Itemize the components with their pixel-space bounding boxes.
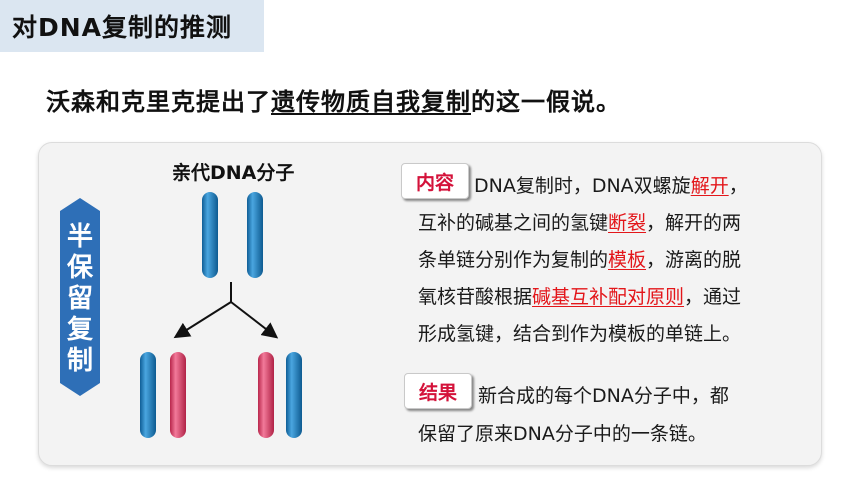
daughter2-new-strand <box>258 352 274 438</box>
content-l1-tail: ， <box>728 175 748 197</box>
content-l4-key: 碱基互补配对原则 <box>532 286 685 308</box>
daughter1-old-strand <box>140 352 156 438</box>
content-l2-tail: ，解开的两 <box>646 212 742 234</box>
content-line-1: DNA复制时，DNA双螺旋解开， <box>474 168 748 205</box>
tab-char-4: 复 <box>66 315 93 345</box>
tab-char-3: 留 <box>66 284 93 314</box>
intro-underlined: 遗传物质自我复制 <box>271 88 471 116</box>
dna-diagram-title: 亲代DNA分子 <box>172 162 295 184</box>
content-l2-text: 互补的碱基之间的氢键 <box>418 212 609 234</box>
page-title: 对DNA复制的推测 <box>12 13 233 42</box>
result-line-1: 新合成的每个DNA分子中，都 <box>478 385 729 407</box>
content-line-4: 氧核苷酸根据碱基互补配对原则，通过 <box>418 279 741 316</box>
result-tag: 结果 <box>404 373 472 409</box>
tab-char-2: 保 <box>66 253 93 283</box>
daughter2-old-strand <box>286 352 302 438</box>
intro-before: 沃森和克里克提出了 <box>46 88 271 116</box>
intro-after: 的这一假说。 <box>471 88 621 116</box>
result-line-2: 保留了原来DNA分子中的一条链。 <box>418 423 707 445</box>
content-line-5: 形成氢键，结合到作为模板的单链上。 <box>418 323 742 345</box>
dna-replication-diagram <box>120 180 320 446</box>
content-l1-key: 解开 <box>690 175 729 197</box>
tab-char-5: 制 <box>66 346 93 376</box>
content-l2-key: 断裂 <box>608 212 647 234</box>
daughter1-new-strand <box>170 352 186 438</box>
content-tag: 内容 <box>401 163 469 199</box>
tab-char-1: 半 <box>66 222 93 252</box>
content-l4-tail: ，通过 <box>684 286 742 308</box>
parent-strand-left <box>202 192 218 278</box>
content-line-3: 条单链分别作为复制的模板，游离的脱 <box>418 242 741 279</box>
content-line-2: 互补的碱基之间的氢键断裂，解开的两 <box>418 205 741 242</box>
intro-sentence: 沃森和克里克提出了遗传物质自我复制的这一假说。 <box>46 82 621 117</box>
content-l3-tail: ，游离的脱 <box>646 249 742 271</box>
semi-conservative-tab: 半 保 留 复 制 <box>60 198 100 396</box>
content-l3-key: 模板 <box>608 249 647 271</box>
title-bar: 对DNA复制的推测 <box>0 0 264 52</box>
parent-strand-right <box>247 192 263 278</box>
content-l3-text: 条单链分别作为复制的 <box>418 249 609 271</box>
content-l4-text: 氧核苷酸根据 <box>418 286 533 308</box>
content-l1-text: DNA复制时，DNA双螺旋 <box>474 175 691 197</box>
